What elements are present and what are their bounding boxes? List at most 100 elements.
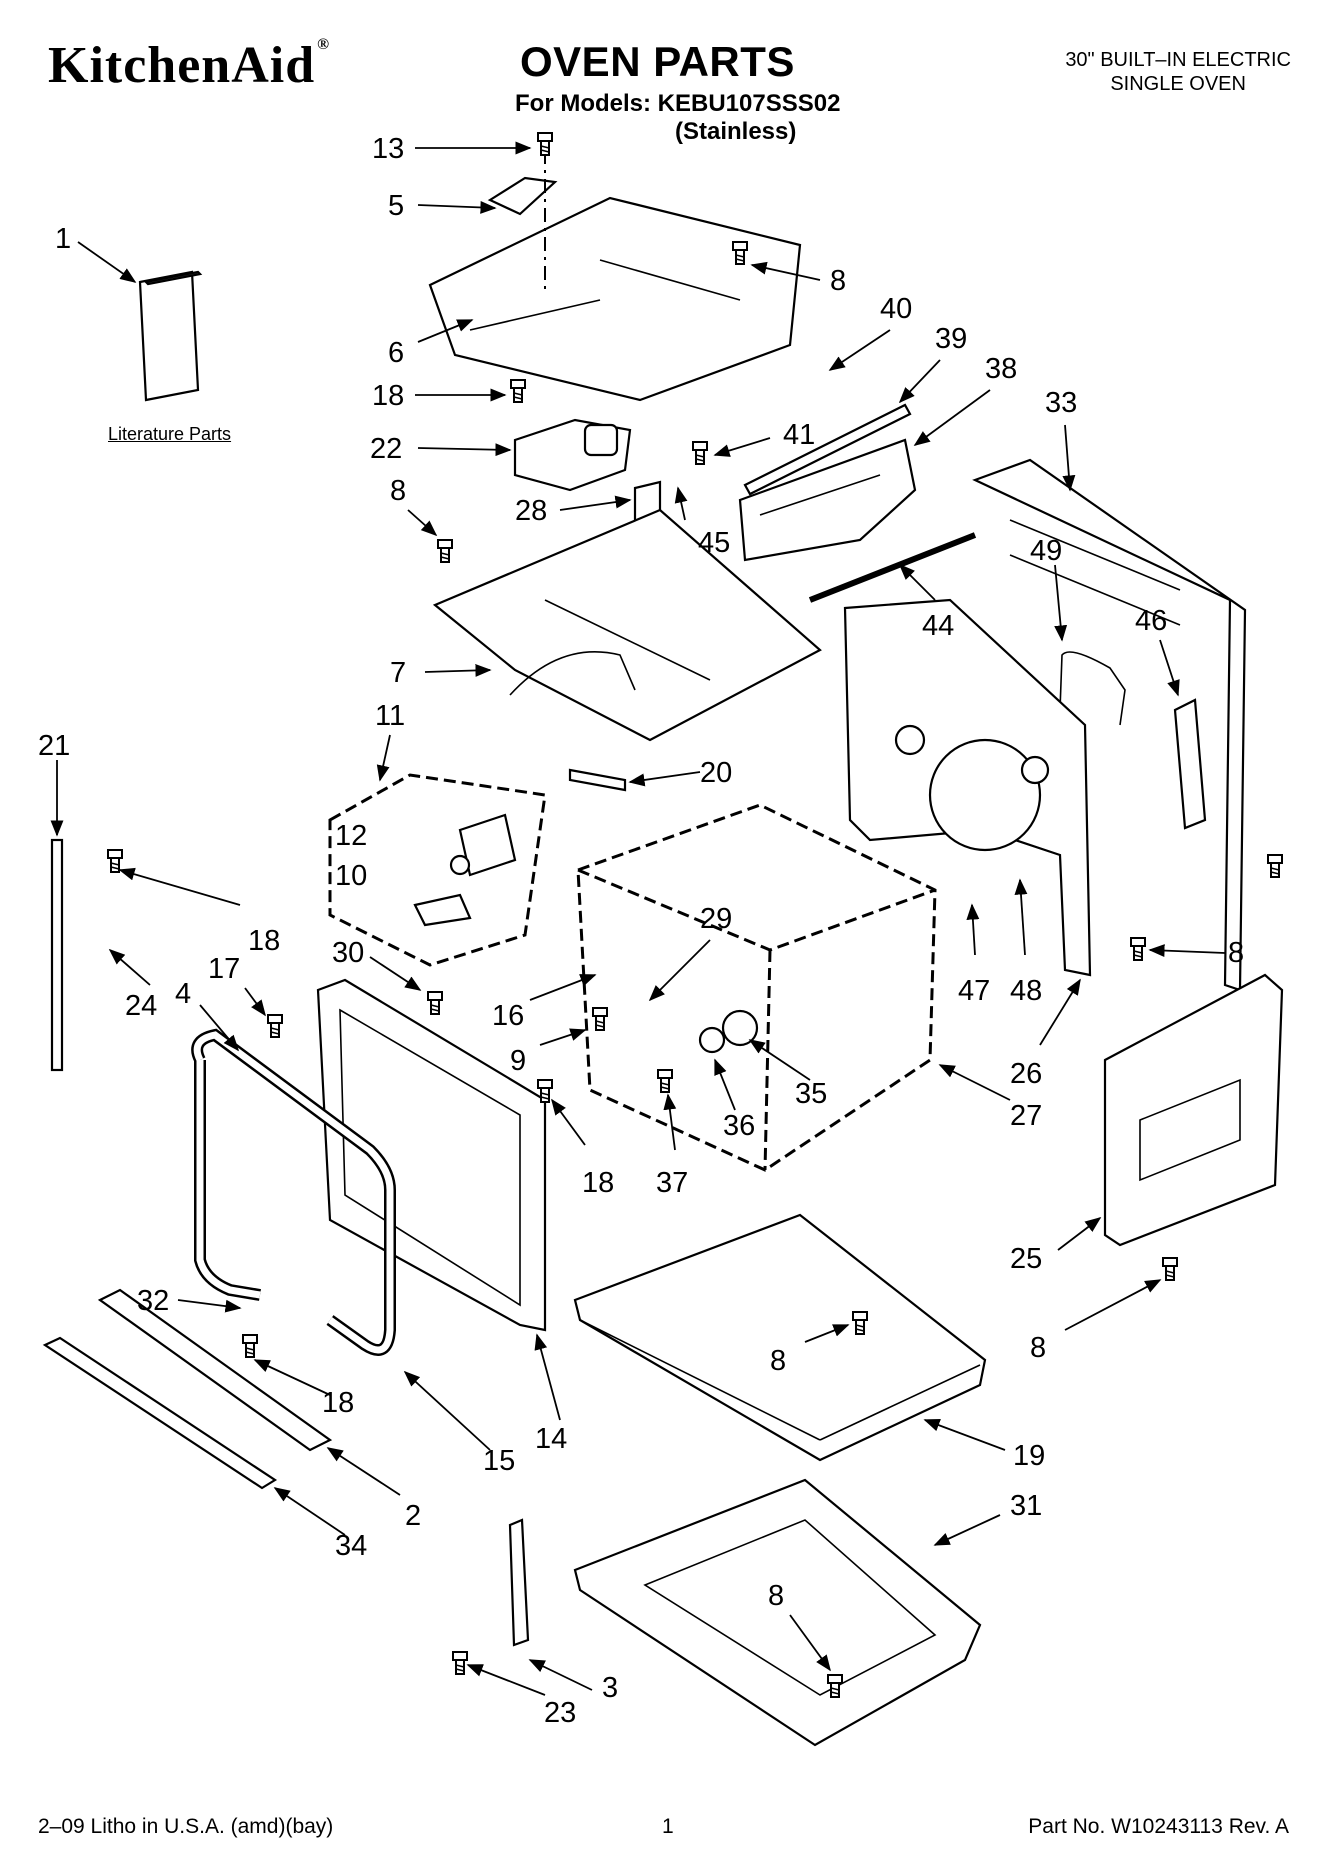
callout-6: 6	[388, 337, 404, 369]
product-spec: 30" BUILT–IN ELECTRIC SINGLE OVEN	[1065, 48, 1291, 96]
callout-26: 26	[1010, 1058, 1042, 1090]
filter-cartridge	[1173, 698, 1207, 830]
callout-36: 36	[723, 1110, 755, 1142]
oven-cavity	[576, 803, 937, 1172]
callout-44: 44	[922, 610, 954, 642]
literature-parts-label: Literature Parts	[108, 424, 232, 444]
callout-22: 22	[370, 433, 402, 465]
top-cover-panel	[428, 196, 802, 402]
callout-32: 32	[137, 1285, 169, 1317]
vent-rail	[743, 403, 912, 496]
light-assembly-box	[328, 773, 547, 967]
callout-1: 1	[55, 223, 71, 255]
callout-16: 16	[492, 1000, 524, 1032]
callout-49: 49	[1030, 535, 1062, 567]
callout-31: 31	[1010, 1490, 1042, 1522]
callout-5: 5	[388, 190, 404, 222]
bottom-shield-shelf	[573, 1213, 987, 1462]
base-tray	[573, 1478, 982, 1747]
callout-48: 48	[1010, 975, 1042, 1007]
callout-47: 47	[958, 975, 990, 1007]
callout-45: 45	[698, 527, 730, 559]
callout-7: 7	[390, 657, 406, 689]
registered-mark: ®	[317, 36, 331, 53]
callout-8: 8	[770, 1345, 786, 1377]
callout-11: 11	[375, 700, 405, 732]
callout-10: 10	[335, 860, 367, 892]
callout-4: 4	[175, 978, 191, 1010]
callout-30: 30	[332, 937, 364, 969]
support-rod	[808, 532, 977, 603]
side-panel	[1103, 973, 1284, 1247]
callout-23: 23	[544, 1697, 576, 1729]
callout-41: 41	[783, 419, 815, 451]
callout-9: 9	[510, 1045, 526, 1077]
callout-40: 40	[880, 293, 912, 325]
callout-18: 18	[322, 1387, 354, 1419]
screw-icon	[692, 441, 708, 465]
callout-18: 18	[248, 925, 280, 957]
oven-bottom-panel	[432, 508, 822, 742]
vent-duct	[738, 438, 917, 562]
callout-33: 33	[1045, 387, 1077, 419]
fan-panel	[843, 598, 1092, 977]
callout-21: 21	[38, 730, 70, 762]
model-number: For Models: KEBU107SSS02	[515, 90, 841, 117]
screw-icon	[437, 539, 453, 563]
screw-icon	[1162, 1257, 1178, 1281]
callout-15: 15	[483, 1445, 515, 1477]
screw-icon	[267, 1014, 283, 1038]
callout-28: 28	[515, 495, 547, 527]
top-vent-shield	[487, 176, 558, 216]
page-title: OVEN PARTS	[520, 38, 795, 85]
callout-35: 35	[795, 1078, 827, 1110]
callout-37: 37	[656, 1167, 688, 1199]
brand-name: KitchenAid	[48, 37, 316, 94]
callout-19: 19	[1013, 1440, 1045, 1472]
screw-icon	[510, 379, 526, 403]
callout-17: 17	[208, 953, 240, 985]
screw-icon	[592, 1007, 608, 1031]
control-assembly	[513, 418, 632, 492]
callout-34: 34	[335, 1530, 367, 1562]
screw-icon	[1130, 937, 1146, 961]
screw-icon	[427, 991, 443, 1015]
mounting-bracket	[508, 1518, 530, 1647]
callout-29: 29	[700, 903, 732, 935]
callout-12: 12	[335, 820, 367, 852]
callout-14: 14	[535, 1423, 567, 1455]
footer-print-info: 2–09 Litho in U.S.A. (amd)(bay)	[38, 1815, 334, 1838]
callout-27: 27	[1010, 1100, 1042, 1132]
callout-46: 46	[1135, 605, 1167, 637]
callout-24: 24	[125, 990, 157, 1022]
spec-line-1: 30" BUILT–IN ELECTRIC	[1065, 49, 1291, 71]
callout-18: 18	[582, 1167, 614, 1199]
bottom-grille	[42, 1336, 278, 1490]
callout-8: 8	[390, 475, 406, 507]
screw-icon	[107, 849, 123, 873]
heating-element	[1059, 651, 1126, 726]
screw-icon	[242, 1334, 258, 1358]
model-variant: (Stainless)	[675, 118, 797, 145]
screw-icon	[827, 1674, 843, 1698]
door-gasket	[191, 1028, 396, 1356]
screw-icon	[537, 132, 553, 156]
screw-icon	[452, 1651, 468, 1675]
side-trim-strip	[50, 838, 64, 1072]
callout-8: 8	[830, 265, 846, 297]
callout-3: 3	[602, 1672, 618, 1704]
screw-icon	[537, 1079, 553, 1103]
brand-logo: KitchenAid®	[48, 36, 330, 95]
callout-18: 18	[372, 380, 404, 412]
vent-trim	[97, 1288, 333, 1452]
callout-labels: 13 5 1 8 6 40 39 38 33 18 22 41 8 28 45 …	[38, 133, 1244, 1729]
callout-20: 20	[700, 757, 732, 789]
callout-39: 39	[935, 323, 967, 355]
spec-line-2: SINGLE OVEN	[1110, 73, 1246, 95]
callout-2: 2	[405, 1500, 421, 1532]
vent-grille-strip	[568, 768, 627, 792]
literature-booklet	[138, 270, 203, 402]
page-number: 1	[662, 1815, 674, 1838]
callout-25: 25	[1010, 1243, 1042, 1275]
